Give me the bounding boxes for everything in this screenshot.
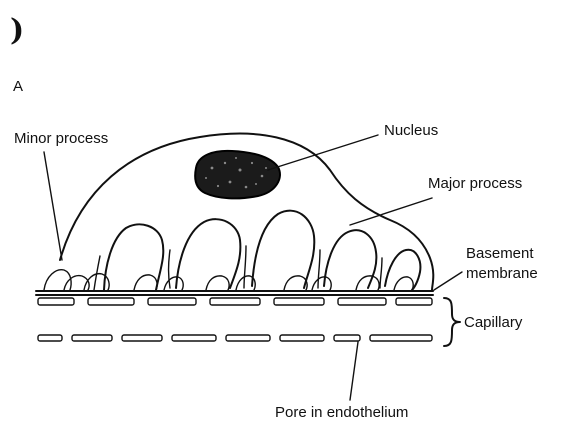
capillary-brace bbox=[444, 298, 460, 346]
label-basement-line1: Basement bbox=[466, 245, 534, 262]
label-major-process: Major process bbox=[428, 175, 522, 192]
panel-letter: A bbox=[13, 78, 23, 95]
label-basement-line2: membrane bbox=[466, 265, 538, 282]
label-minor-process: Minor process bbox=[14, 130, 108, 147]
major-process-arches bbox=[104, 211, 420, 290]
label-pore: Pore in endothelium bbox=[275, 404, 408, 421]
endothelium-lower-row bbox=[38, 335, 432, 341]
corner-mark: ) bbox=[10, 13, 24, 48]
leader-pore bbox=[350, 342, 358, 400]
label-nucleus: Nucleus bbox=[384, 122, 438, 139]
label-capillary: Capillary bbox=[464, 314, 523, 331]
minor-process-feet bbox=[44, 270, 413, 290]
leader-minor-process bbox=[44, 152, 62, 260]
nucleus bbox=[195, 151, 280, 199]
leader-basement bbox=[434, 272, 462, 290]
endothelium-upper-row bbox=[38, 298, 432, 305]
